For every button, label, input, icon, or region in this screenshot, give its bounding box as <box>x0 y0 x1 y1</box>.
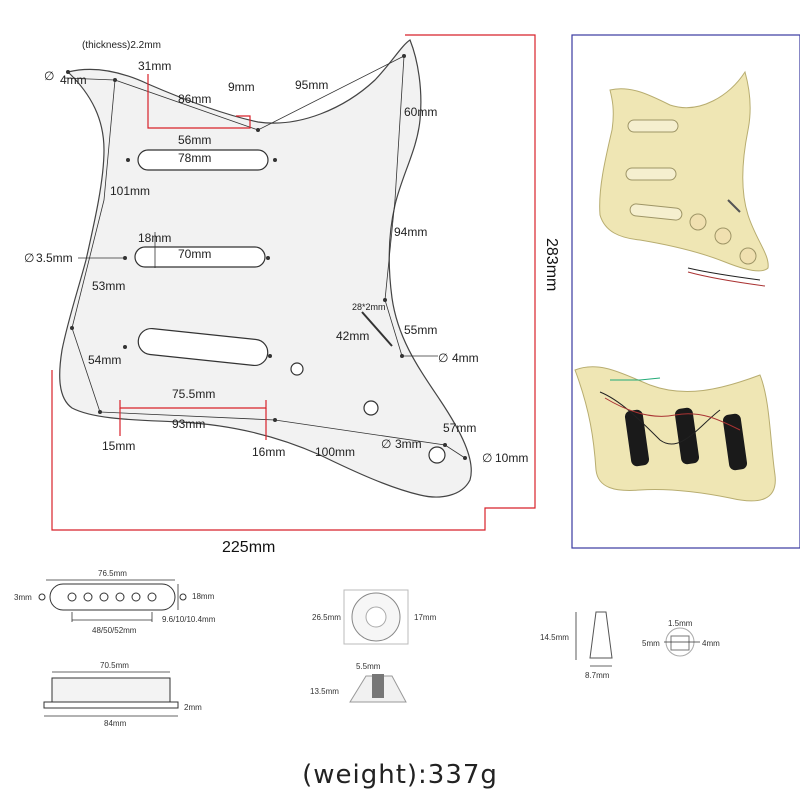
label-pole-range: 9.6/10/10.4mm <box>162 615 216 624</box>
hole-symbol-b: ∅ <box>24 251 34 265</box>
label-57mm: 57mm <box>443 421 476 435</box>
pickguard-diagram: (thickness)2.2mm ∅ 4mm 31mm 9mm 95mm 86m… <box>24 34 560 556</box>
switch-tip-drawing: 14.5mm 8.7mm <box>540 611 613 680</box>
switch-slot <box>361 311 393 347</box>
loaded-pickguard-photo-front <box>599 70 769 287</box>
label-28x2mm: 28*2mm <box>352 302 386 312</box>
label-tip-height: 14.5mm <box>540 633 569 642</box>
label-pole-spacing: 48/50/52mm <box>92 626 137 635</box>
label-9mm: 9mm <box>228 80 255 94</box>
label-cover-hole: 3mm <box>14 593 32 602</box>
control-hole-3 <box>428 446 446 464</box>
red-small-dims <box>119 74 267 440</box>
hole-symbol-d: ∅ <box>381 437 391 451</box>
label-55mm: 55mm <box>404 323 437 337</box>
label-thickness: (thickness)2.2mm <box>82 40 161 51</box>
label-cover-width: 76.5mm <box>98 569 127 578</box>
dimension-guides <box>63 55 466 459</box>
label-knob-base: 13.5mm <box>310 687 339 696</box>
label-94mm: 94mm <box>394 225 427 239</box>
label-60mm: 60mm <box>404 105 437 119</box>
control-hole-1 <box>290 362 304 376</box>
label-283mm: 283mm <box>543 238 560 291</box>
hole-symbol-c: ∅ <box>438 351 448 365</box>
pickup-slot-neck <box>137 149 269 171</box>
label-knob-dia: 26.5mm <box>312 613 341 622</box>
label-95mm: 95mm <box>295 78 328 92</box>
label-3mm: 3mm <box>395 437 422 451</box>
label-225mm: 225mm <box>222 539 275 556</box>
label-100mm: 100mm <box>315 445 355 459</box>
label-3-5mm: 3.5mm <box>36 251 73 265</box>
knob-side-drawing: 5.5mm 13.5mm <box>310 662 407 703</box>
label-101mm: 101mm <box>110 184 150 198</box>
label-side-bottom: 84mm <box>104 719 127 728</box>
label-42mm: 42mm <box>336 329 369 343</box>
label-knob-shaft: 5.5mm <box>356 662 381 671</box>
label-93mm: 93mm <box>172 417 205 431</box>
hole-symbol-a: ∅ <box>44 69 54 83</box>
label-16mm: 16mm <box>252 445 285 459</box>
label-54mm: 54mm <box>88 353 121 367</box>
control-hole-2 <box>363 400 379 416</box>
pickup-side-drawing: 70.5mm 84mm 2mm <box>43 661 202 728</box>
label-4mm-a: 4mm <box>60 73 87 87</box>
label-hole-left: 5mm <box>642 639 660 648</box>
label-53mm: 53mm <box>92 279 125 293</box>
label-hole-right: 4mm <box>702 639 720 648</box>
pickup-cover-drawing: 76.5mm 3mm 18mm 48/50/52mm 9.6/10/10.4mm <box>14 569 216 635</box>
label-4mm-b: 4mm <box>452 351 479 365</box>
loaded-pickguard-photo-back <box>574 366 776 502</box>
label-side-top: 70.5mm <box>100 661 129 670</box>
label-86mm: 86mm <box>178 92 211 106</box>
label-knob-height: 17mm <box>414 613 437 622</box>
label-tip-width: 8.7mm <box>585 671 610 680</box>
label-side-thick: 2mm <box>184 703 202 712</box>
label-56mm: 56mm <box>178 133 211 147</box>
label-hole-top: 1.5mm <box>668 619 693 628</box>
label-75-5mm: 75.5mm <box>172 387 215 401</box>
label-cover-height: 18mm <box>192 592 215 601</box>
label-31mm: 31mm <box>138 59 171 73</box>
label-70mm: 70mm <box>178 247 211 261</box>
knob-drawing: 26.5mm 17mm <box>312 589 437 645</box>
label-10mm: 10mm <box>495 451 528 465</box>
weight-label: (weight):337g <box>302 760 498 790</box>
label-78mm: 78mm <box>178 151 211 165</box>
pickup-slot-middle <box>134 246 266 268</box>
pickup-slot-bridge <box>137 327 269 367</box>
hole-symbol-e: ∅ <box>482 451 492 465</box>
label-18mm: 18mm <box>138 231 171 245</box>
dimension-frame-283 <box>51 34 536 531</box>
switch-hole-drawing: 1.5mm 5mm 4mm <box>642 619 720 657</box>
label-15mm: 15mm <box>102 439 135 453</box>
